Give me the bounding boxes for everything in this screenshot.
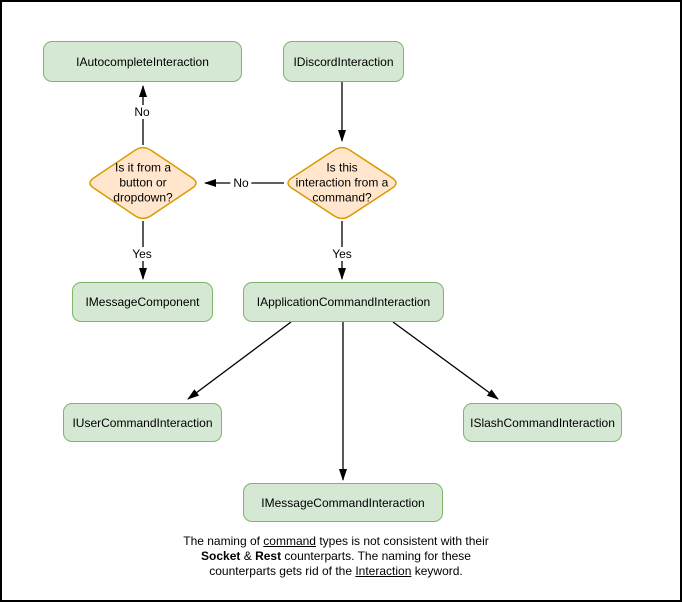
- note-plain: types is not consistent with their: [315, 534, 489, 548]
- decision-button-dropdown-label: Is it from a button or dropdown?: [113, 160, 173, 205]
- edge-application-to-slash-command: [392, 321, 499, 400]
- note-line-1: The naming of command types is not consi…: [136, 534, 536, 549]
- edge-application-to-user-command: [187, 321, 292, 400]
- decision-from-command-shape: [287, 146, 397, 220]
- node-message-command-interaction: IMessageCommandInteraction: [243, 483, 443, 522]
- decision-from-command-label: Is this interaction from a command?: [295, 160, 389, 205]
- edge-label-no-middle: No: [230, 176, 252, 190]
- note-underline-command: command: [263, 534, 316, 548]
- node-application-command-interaction: IApplicationCommandInteraction: [243, 282, 444, 322]
- node-discord-interaction: IDiscordInteraction: [283, 41, 404, 82]
- note-plain: The naming of: [183, 534, 264, 548]
- note-plain: &: [240, 549, 256, 563]
- note-plain: counterparts gets rid of the: [209, 564, 356, 578]
- note-bold-socket: Socket: [201, 549, 241, 563]
- decision-button-dropdown-shape: [89, 146, 197, 220]
- note-underline-interaction: Interaction: [355, 564, 412, 578]
- note-text: The naming of command types is not consi…: [136, 534, 536, 579]
- note-line-2: Socket & Rest counterparts. The naming f…: [136, 549, 536, 564]
- edge-label-yes-right: Yes: [329, 247, 355, 261]
- edge-label-yes-left: Yes: [129, 247, 155, 261]
- note-line-3: counterparts gets rid of the Interaction…: [136, 564, 536, 579]
- note-plain: counterparts. The naming for these: [281, 549, 471, 563]
- note-plain: keyword.: [411, 564, 463, 578]
- node-autocomplete-interaction: IAutocompleteInteraction: [43, 41, 242, 82]
- node-user-command-interaction: IUserCommandInteraction: [63, 403, 222, 442]
- node-slash-command-interaction: ISlashCommandInteraction: [463, 403, 622, 442]
- node-message-component: IMessageComponent: [72, 282, 213, 322]
- note-bold-rest: Rest: [255, 549, 282, 563]
- edge-label-no-top: No: [131, 105, 153, 119]
